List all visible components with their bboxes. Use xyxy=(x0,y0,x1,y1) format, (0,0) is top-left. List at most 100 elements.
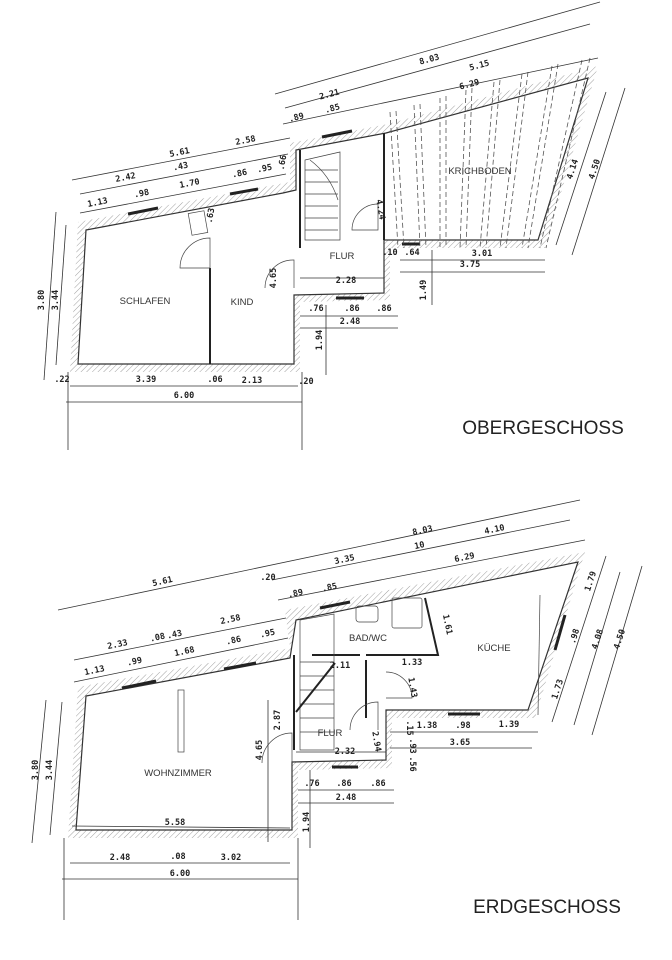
dimension-label: .76 xyxy=(304,779,319,789)
dimension-label: 4.65 xyxy=(269,268,279,288)
dimension-label: .86 xyxy=(225,635,242,648)
dimension-label: 2.58 xyxy=(220,613,242,627)
dimension-label: 3.65 xyxy=(450,738,470,748)
dimension-label: 6.29 xyxy=(454,551,476,565)
dimension-label: .95 xyxy=(259,628,276,641)
dimension-label: .43 xyxy=(166,629,183,642)
dimension-label: 1.73 xyxy=(550,678,566,701)
dimension-label: 2.48 xyxy=(340,317,360,327)
upper-staircase xyxy=(304,151,341,241)
dimension-label: .98 xyxy=(133,188,150,201)
dimension-label: 2.11 xyxy=(330,661,350,671)
dimension-label: 3.39 xyxy=(136,375,156,385)
dimension-label: 1.13 xyxy=(87,196,109,210)
dimension-label: .56 xyxy=(407,756,417,771)
door-swing xyxy=(385,671,413,699)
dimension-label: .95 xyxy=(256,163,273,176)
dimension-label: 1.43 xyxy=(405,677,418,699)
dimension-label: .10 xyxy=(382,248,397,258)
door-swing xyxy=(351,203,379,231)
roof-rafters xyxy=(389,57,591,249)
dimension-label: .66 xyxy=(277,154,290,171)
dimension-label: .93 xyxy=(407,738,417,753)
dimension-label: 2.33 xyxy=(107,638,129,652)
dimension-label: 3.44 xyxy=(51,290,61,310)
dimension-label: 2.42 xyxy=(115,171,137,185)
dimension-label: 1.49 xyxy=(419,280,429,300)
upper-dimension-lines xyxy=(43,1,626,450)
dimension-label: .86 xyxy=(336,779,351,789)
upper-floor-plan: SCHLAFEN KIND FLUR KRICHBODEN OBERGESCHO… xyxy=(37,1,626,450)
dimension-label: .20 xyxy=(298,377,313,387)
dimension-label: 8.03 xyxy=(418,53,440,68)
dimension-label: 1.79 xyxy=(583,570,599,593)
dimension-label: 1.61 xyxy=(440,614,454,636)
lower-inner-wall xyxy=(75,561,579,831)
dimension-label: .86 xyxy=(376,304,391,314)
lower-floor-plan: WOHNZIMMER FLUR BAD/WC KÜCHE ERDGESCHOSS… xyxy=(31,499,643,920)
dimension-label: .63 xyxy=(205,207,218,224)
dimension-label: 3.02 xyxy=(221,853,241,863)
windows xyxy=(121,600,567,769)
dimension-label: .08 xyxy=(170,852,185,862)
dimension-label: 3.80 xyxy=(31,760,41,780)
lower-dimension-labels: 8.035.61.203.35104.10.89.856.292.582.33.… xyxy=(31,523,628,879)
dimension-label: 8.03 xyxy=(412,524,434,538)
dimension-label: 6.00 xyxy=(174,391,194,401)
dimension-label: 2.13 xyxy=(242,376,262,386)
dimension-label: 3.01 xyxy=(472,249,492,259)
dimension-label: .06 xyxy=(207,375,222,385)
door-swing xyxy=(261,732,293,764)
dimension-label: .20 xyxy=(260,573,275,583)
dimension-label: .08 xyxy=(149,632,166,645)
dimension-label: .98 xyxy=(455,721,470,731)
dimension-label: 2.32 xyxy=(335,747,355,757)
dimension-label: .99 xyxy=(126,656,143,669)
dimension-label: .22 xyxy=(54,375,69,385)
dimension-label: 4.08 xyxy=(590,628,606,651)
dimension-label: 1.13 xyxy=(84,664,106,678)
dimension-label: 6.29 xyxy=(458,78,480,93)
room-label-flur: FLUR xyxy=(318,728,343,739)
room-label-krichboden: KRICHBODEN xyxy=(448,166,511,177)
room-label-bad: BAD/WC xyxy=(349,633,387,644)
dimension-label: .86 xyxy=(370,779,385,789)
floor-title-obergeschoss: OBERGESCHOSS xyxy=(462,418,624,439)
dimension-label: 1.68 xyxy=(174,645,196,659)
room-label-flur: FLUR xyxy=(330,251,355,262)
door-swing xyxy=(179,237,211,269)
upper-dimension-labels: 5.612.582.42.431.13.981.70.86.95.66.638.… xyxy=(37,53,603,401)
dimension-label: 1.94 xyxy=(302,812,312,832)
dimension-label: 1.38 xyxy=(417,721,437,731)
dimension-label: 1.39 xyxy=(499,720,519,730)
bathroom-fixtures xyxy=(355,597,423,629)
dimension-label: 4.65 xyxy=(255,740,265,760)
dimension-label: .64 xyxy=(404,248,419,258)
door-swing xyxy=(349,701,379,731)
upper-inner-wall xyxy=(77,77,589,365)
sliding-door xyxy=(177,689,185,753)
dimension-label: 4.24 xyxy=(373,199,386,221)
dimension-label: 1.94 xyxy=(315,330,325,350)
lower-dimension-lines xyxy=(31,499,643,920)
dimension-label: 2.48 xyxy=(110,853,130,863)
chimney xyxy=(187,210,209,236)
room-label-wohnzimmer: WOHNZIMMER xyxy=(144,768,212,779)
dimension-label: .89 xyxy=(288,111,305,125)
kitchen-counter xyxy=(537,594,541,716)
dimension-label: 2.21 xyxy=(318,88,340,103)
door-swing xyxy=(264,259,295,289)
dimension-label: 2.28 xyxy=(336,276,356,286)
dimension-label: 6.00 xyxy=(170,869,190,879)
lower-staircase xyxy=(295,613,336,751)
dimension-label: .89 xyxy=(287,588,304,601)
kitchen-wall xyxy=(366,597,440,656)
dimension-label: 5.61 xyxy=(169,146,191,160)
dimension-label: .86 xyxy=(231,168,248,181)
room-label-schlafen: SCHLAFEN xyxy=(120,296,171,307)
dimension-label: 2.58 xyxy=(235,134,257,148)
dimension-label: .76 xyxy=(308,304,323,314)
dimension-label: .43 xyxy=(172,161,189,174)
dimension-label: .86 xyxy=(344,304,359,314)
dimension-label: 4.50 xyxy=(587,158,603,181)
